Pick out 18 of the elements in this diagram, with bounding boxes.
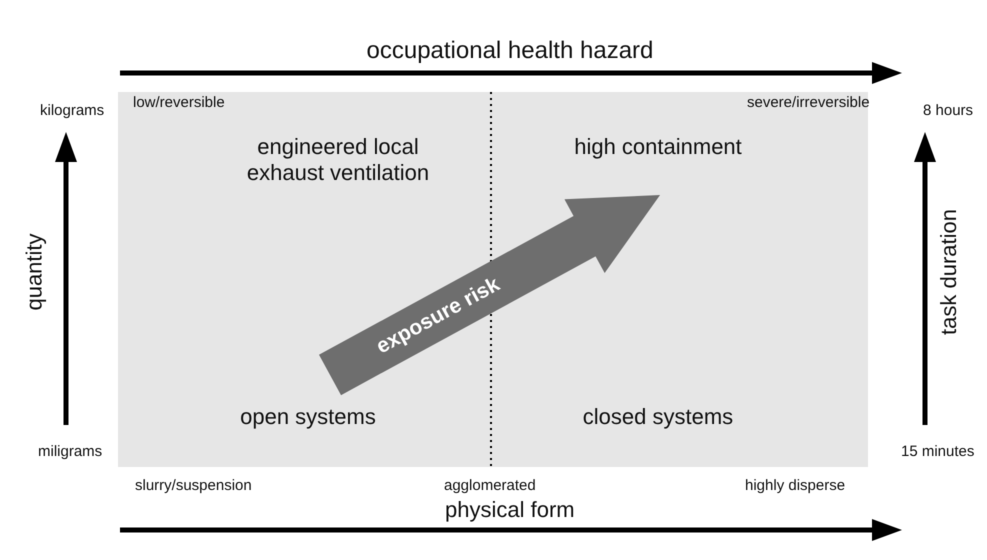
scale-label: low/reversible	[133, 94, 225, 112]
axis-label: physical form	[445, 497, 575, 523]
scale-label: slurry/suspension	[135, 477, 252, 495]
scale-label: highly disperse	[745, 477, 846, 495]
quadrant-panel	[118, 92, 868, 467]
quadrant-label: engineered local exhaust ventilation	[246, 134, 430, 186]
scale-label: 8 hours	[923, 102, 974, 120]
axis-label: occupational health hazard	[366, 36, 654, 64]
scale-label: 15 minutes	[901, 443, 974, 461]
axis-label: quantity	[21, 233, 48, 311]
quadrant-label: open systems	[239, 404, 377, 430]
quadrant-label: high containment	[573, 134, 743, 160]
scale-label: kilograms	[40, 102, 104, 120]
axis-label: task duration	[936, 209, 962, 335]
scale-label: agglomerated	[444, 477, 536, 495]
scale-label: miligrams	[38, 443, 102, 461]
quadrant-label: closed systems	[582, 404, 734, 430]
scale-label: severe/irreversible	[747, 94, 870, 112]
